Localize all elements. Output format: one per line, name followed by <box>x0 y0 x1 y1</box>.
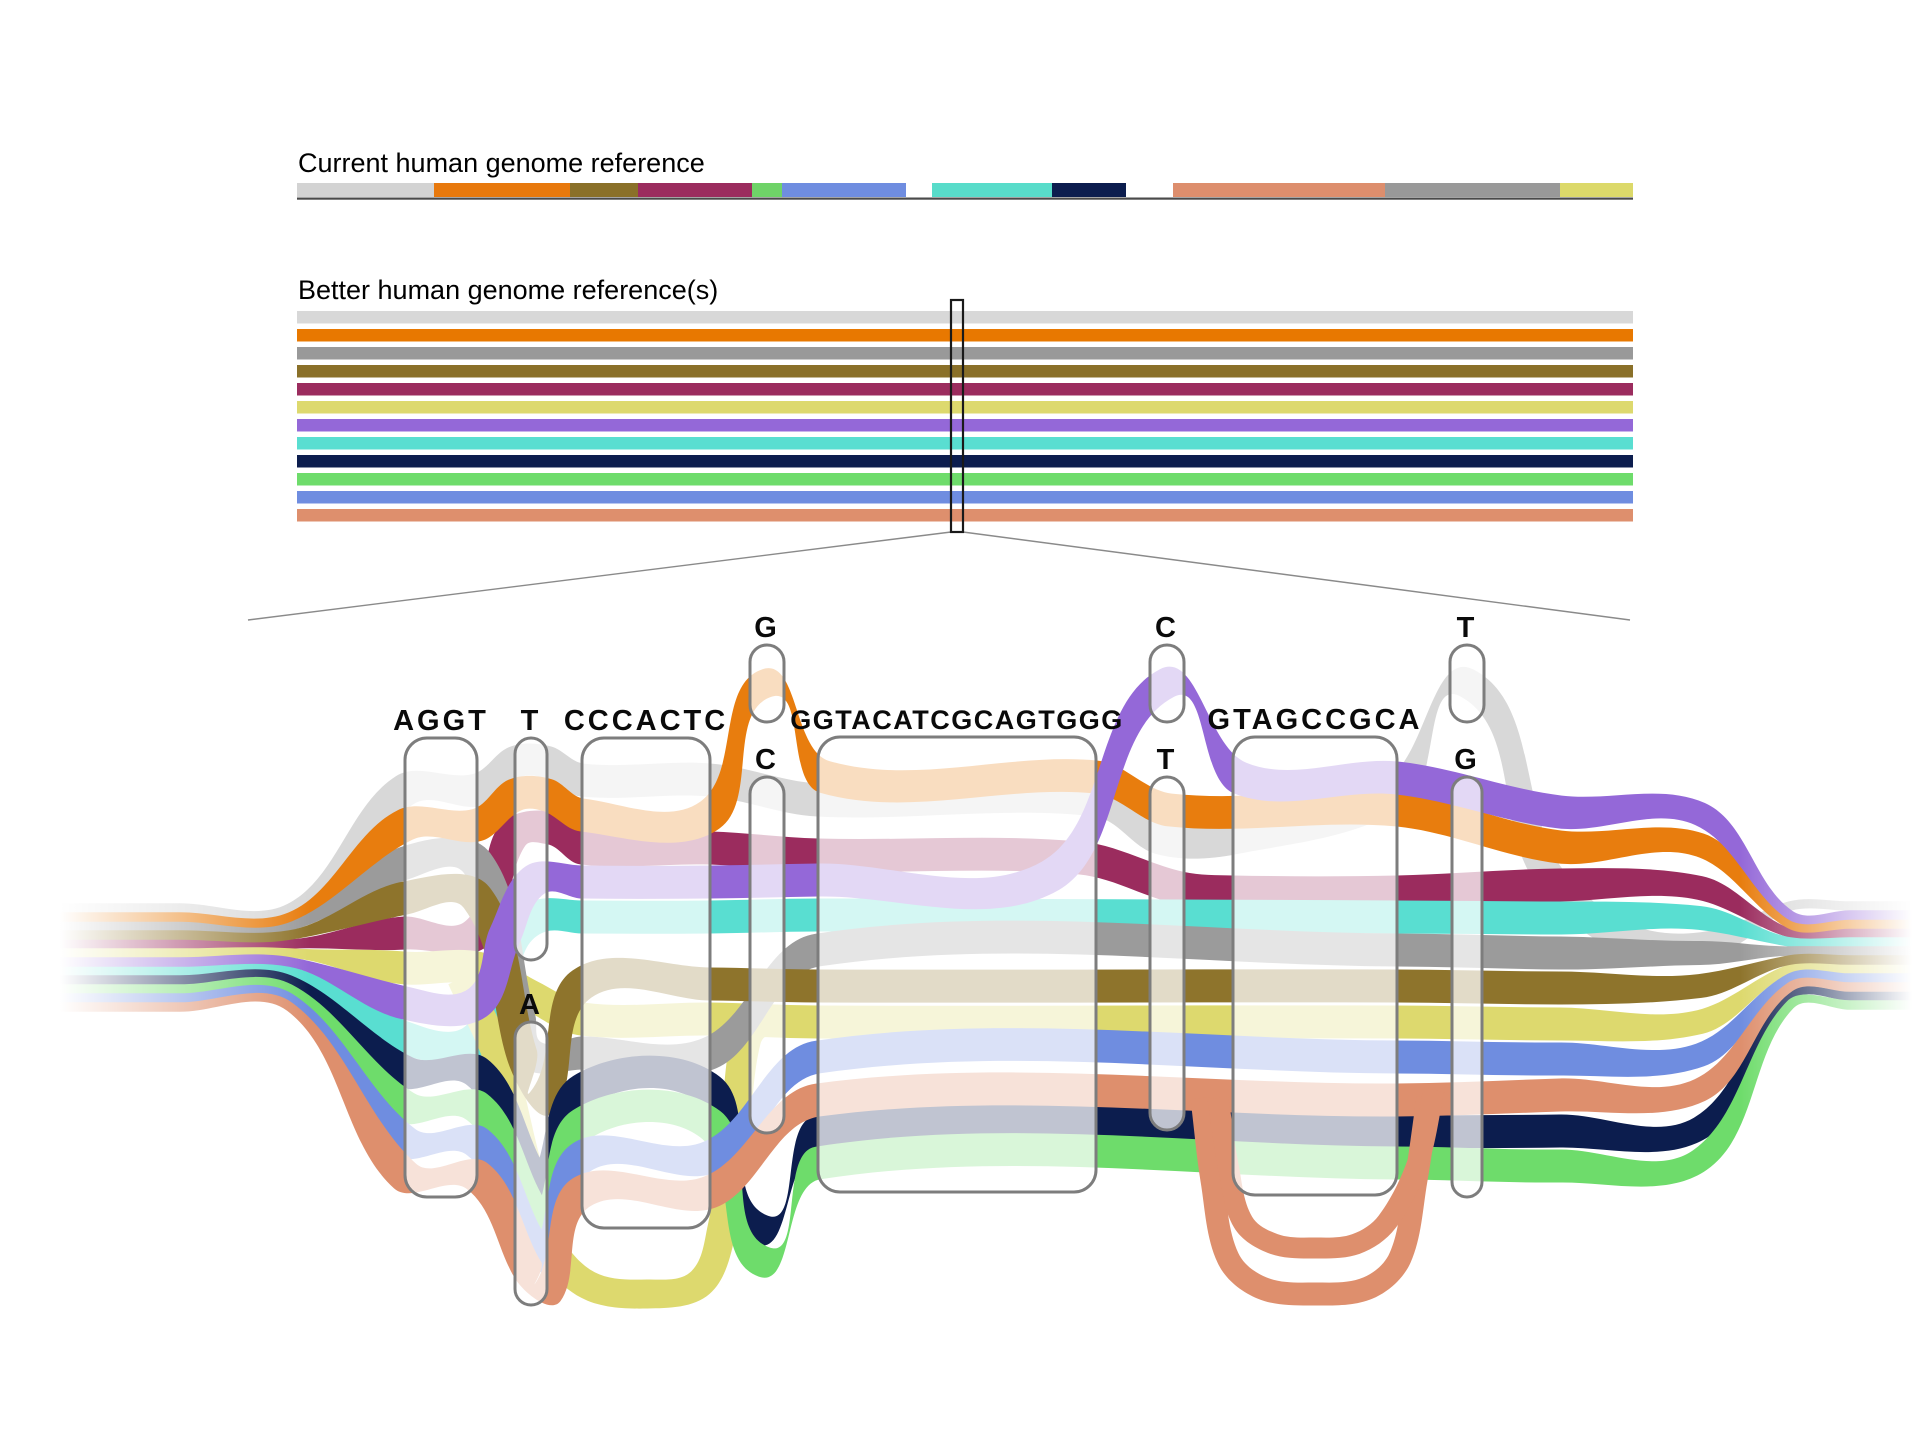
node-label-cccactc: CCCACTC <box>564 705 728 737</box>
current-bar-segment <box>1385 183 1560 197</box>
sequence-nodes: AGGT T A CCCACTC G C GGTACATCGCAGTGGG C T GTAGCCG… <box>393 612 1486 1307</box>
current-bar-segment <box>297 183 434 197</box>
node-wash <box>405 738 477 1197</box>
better-bar <box>297 419 1633 432</box>
better-bar <box>297 365 1633 378</box>
current-bar-segment <box>752 183 782 197</box>
current-bar-segment <box>434 183 570 197</box>
better-bar <box>297 347 1633 360</box>
ribbon-salmonloop2 <box>1207 1087 1445 1259</box>
node-a <box>513 1020 549 1307</box>
node-c <box>748 775 786 1135</box>
node-wash <box>750 777 784 1133</box>
node-wash <box>818 737 1096 1192</box>
zoom-box <box>949 298 965 534</box>
node-wash <box>750 645 784 722</box>
current-bar-underline <box>297 197 1633 200</box>
node-t <box>513 736 549 962</box>
better-bar <box>297 509 1633 522</box>
current-bar-segment <box>1052 183 1126 197</box>
better-bar <box>297 401 1633 414</box>
node-wash <box>515 1022 547 1305</box>
edge-fades <box>55 630 1920 1330</box>
better-bar <box>297 329 1633 342</box>
better-bar <box>297 473 1633 486</box>
better-bar <box>297 491 1633 504</box>
node-aggt <box>403 736 479 1199</box>
current-reference-title: Current human genome reference <box>298 148 705 178</box>
node-wash <box>1233 737 1397 1195</box>
current-bar-segment <box>1173 183 1385 197</box>
node-cccactc <box>580 736 712 1230</box>
node-label-g: G <box>754 612 780 644</box>
node-label-g: G <box>1454 744 1480 776</box>
node-label-aggt: AGGT <box>393 705 489 737</box>
node-wash <box>1150 645 1184 722</box>
better-bar <box>297 455 1633 468</box>
current-bar-segment <box>932 183 1052 197</box>
current-bar-segment <box>782 183 906 197</box>
current-bar-segment <box>1560 183 1633 197</box>
node-wash <box>1450 645 1484 722</box>
current-bar-segment <box>570 183 638 197</box>
better-bar <box>297 437 1633 450</box>
better-bar <box>297 383 1633 396</box>
better-reference-title: Better human genome reference(s) <box>298 275 718 305</box>
node-g <box>748 643 786 724</box>
node-c <box>1148 643 1186 724</box>
current-reference-bar <box>297 183 1633 200</box>
node-label-c: C <box>755 744 779 776</box>
node-label-a: A <box>519 989 543 1021</box>
node-label-t: T <box>1457 612 1478 644</box>
node-label-t: T <box>1157 744 1178 776</box>
better-reference-bars <box>297 311 1633 522</box>
node-label-gtagccgca: GTAGCCGCA <box>1208 704 1423 736</box>
node-label-ggtacatcgcagtggg: GGTACATCGCAGTGGG <box>790 705 1123 735</box>
better-bar <box>297 311 1633 324</box>
zoom-region-indicator <box>247 298 1631 621</box>
node-wash <box>1150 777 1184 1130</box>
node-gtagccgca <box>1231 735 1399 1197</box>
node-g <box>1450 775 1484 1199</box>
node-t <box>1148 775 1186 1132</box>
node-t <box>1448 643 1486 724</box>
node-wash <box>1452 777 1482 1197</box>
node-ggtacatcgcagtggg <box>816 735 1098 1194</box>
node-wash <box>515 738 547 960</box>
node-label-c: C <box>1155 612 1179 644</box>
node-wash <box>582 738 710 1228</box>
current-bar-segment <box>638 183 752 197</box>
node-label-t: T <box>521 705 542 737</box>
